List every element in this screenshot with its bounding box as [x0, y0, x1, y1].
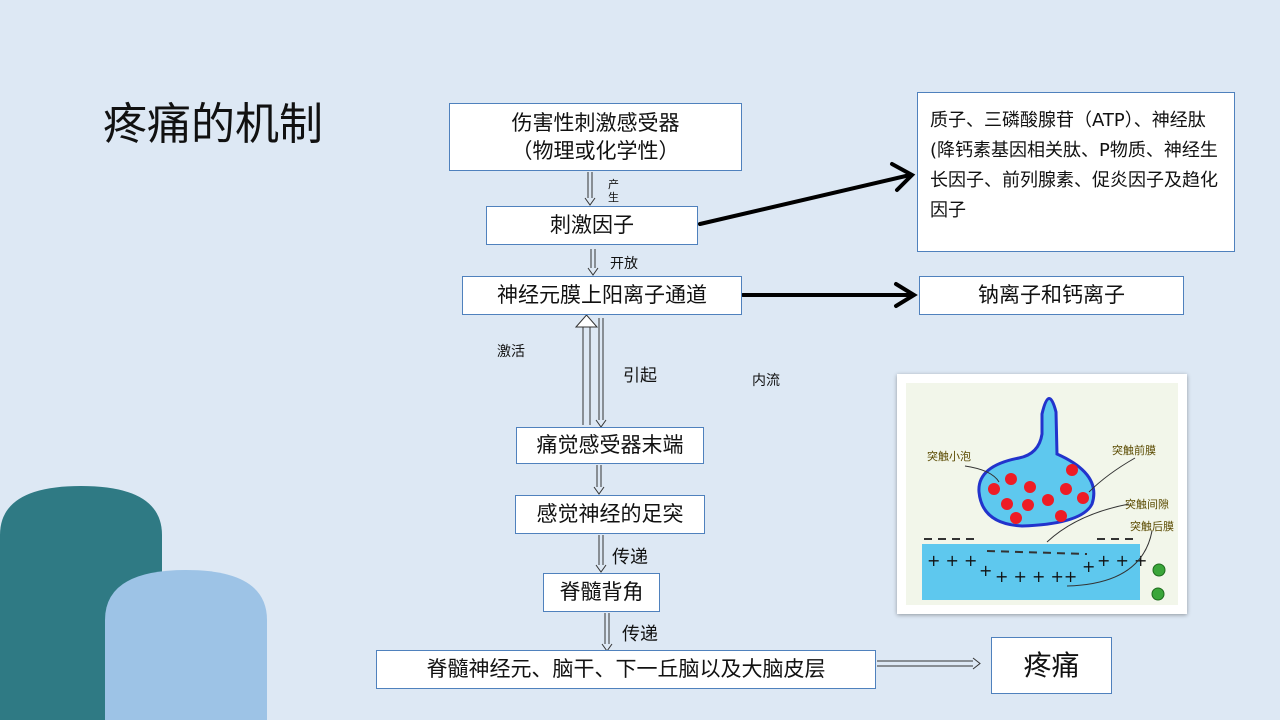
node-foot: 感觉神经的足突	[515, 495, 705, 534]
label-activate: 激活	[497, 344, 525, 360]
label-transmit-2: 传递	[622, 624, 658, 645]
synapse-label-post: 突触后膜	[1130, 520, 1174, 533]
node-pain: 疼痛	[991, 637, 1112, 694]
node-ending: 痛觉感受器末端	[516, 427, 704, 464]
arrow-foot-to-horn	[595, 535, 607, 573]
synapse-label-pre: 突触前膜	[1112, 444, 1156, 457]
label-open: 开放	[610, 256, 638, 272]
arrow-cause-down	[595, 318, 607, 428]
node-receptor-line1: 伤害性刺激感受器	[511, 110, 680, 135]
svg-text:+ + +: + + +	[1097, 551, 1147, 570]
synapse-vesicles	[988, 464, 1089, 524]
slide-title: 疼痛的机制	[103, 99, 323, 150]
node-substances-text: 质子、三磷酸腺苷（ATP）、神经肽(降钙素基因相关肽、P物质、神经生长因子、前列…	[930, 110, 1218, 221]
svg-text:+ + + ++: + + + ++	[995, 567, 1077, 586]
svg-text:+: +	[979, 561, 992, 580]
node-ions: 钠离子和钙离子	[919, 276, 1184, 315]
synapse-label-vesicle: 突触小泡	[927, 450, 971, 463]
node-cortex: 脊髓神经元、脑干、下一丘脑以及大脑皮层	[376, 650, 876, 689]
synapse-label-cleft: 突触间隙	[1125, 498, 1169, 511]
node-channel: 神经元膜上阳离子通道	[462, 276, 742, 315]
arrow-channel-to-ions	[741, 282, 918, 308]
synapse-diagram: + + + + + + + ++ + + + + 突触小泡 突触前膜 突触间隙 …	[897, 374, 1187, 614]
arrow-horn-to-cortex	[601, 613, 613, 652]
label-influx: 内流	[752, 373, 780, 389]
deco-light-pillar	[105, 570, 267, 720]
arrow-receptor-to-factor	[584, 172, 596, 206]
label-produce-2: 生	[608, 191, 619, 204]
node-horn: 脊髓背角	[543, 573, 660, 612]
node-substances: 质子、三磷酸腺苷（ATP）、神经肽(降钙素基因相关肽、P物质、神经生长因子、前列…	[917, 92, 1235, 252]
arrow-factor-to-substances	[698, 162, 916, 226]
arrow-factor-to-channel	[587, 249, 599, 276]
node-receptor: 伤害性刺激感受器 （物理或化学性）	[449, 103, 742, 171]
synapse-drawing: + + + + + + + ++ + + + +	[906, 383, 1178, 605]
label-produce-1: 产	[608, 178, 619, 191]
node-factor: 刺激因子	[486, 206, 698, 245]
arrow-cortex-to-pain	[877, 657, 981, 670]
node-receptor-line2: （物理或化学性）	[511, 139, 680, 163]
arrow-activate-up	[574, 314, 599, 425]
label-transmit-1: 传递	[612, 547, 648, 568]
svg-text:+ + +: + + +	[927, 551, 977, 570]
arrow-ending-to-foot	[593, 465, 605, 495]
label-cause: 引起	[623, 366, 657, 386]
svg-text:+: +	[1082, 557, 1095, 576]
